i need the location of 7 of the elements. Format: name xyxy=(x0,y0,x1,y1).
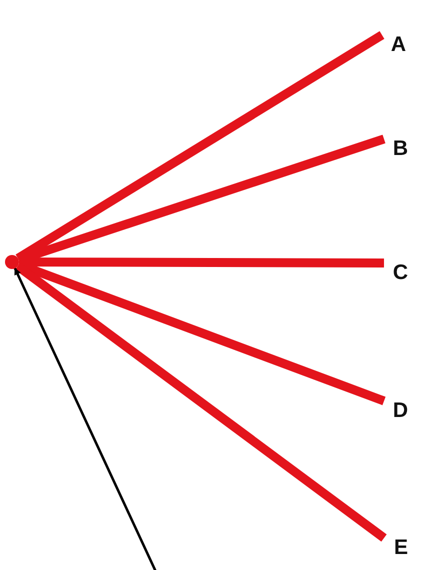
point-label: B xyxy=(384,134,408,162)
vertex-point xyxy=(5,255,19,269)
point-label: E xyxy=(384,533,408,561)
point-label: A xyxy=(382,30,406,58)
point-label: D xyxy=(384,396,408,424)
arrow xyxy=(14,267,158,570)
point-label: C xyxy=(384,258,408,286)
